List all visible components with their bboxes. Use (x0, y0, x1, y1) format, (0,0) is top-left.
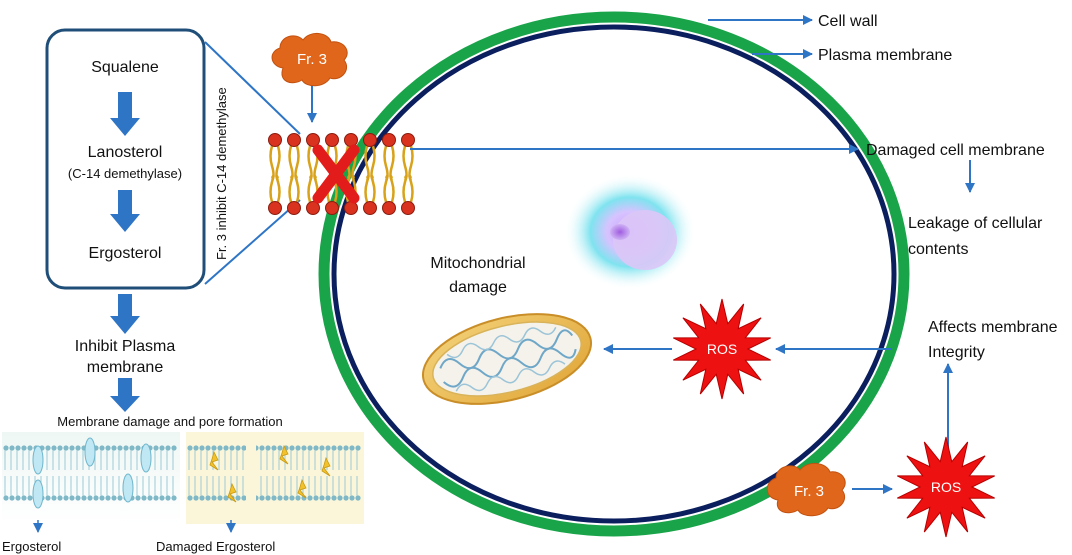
membrane-label: membrane (87, 359, 164, 376)
phospholipid (363, 133, 377, 215)
fr3-cloud-top: Fr. 3 (271, 33, 348, 87)
damaged-ergosterol-icon (227, 482, 237, 503)
ergosterol-molecule (140, 443, 152, 473)
damaged-ergosterol-icon (321, 456, 331, 477)
c14-demethylase-label: (C-14 demethylase) (68, 166, 182, 181)
cell-wall (318, 11, 910, 537)
ros-starburst-icon (673, 298, 771, 400)
fr3-bottom-label: Fr. 3 (794, 483, 824, 500)
affects-label-1: Affects membrane (928, 319, 1058, 336)
ros-starburst-icon (897, 436, 995, 538)
damaged-cell-membrane-label: Damaged cell membrane (866, 142, 1045, 159)
damaged-ergosterol-label: Damaged Ergosterol (156, 539, 275, 554)
fungal-cell (318, 11, 910, 537)
ros-burst-bottom: ROS (897, 436, 995, 538)
plasma-membrane-ring (331, 24, 897, 524)
damaged-ergosterol-icon (279, 444, 289, 465)
cloud-icon (271, 33, 348, 87)
nucleus-image (564, 174, 696, 290)
ergosterol-molecule (32, 445, 44, 475)
inhibition-x-icon (312, 144, 360, 204)
damaged-bilayer (187, 444, 361, 503)
fr3-top-label: Fr. 3 (297, 51, 327, 68)
fr3-inhibit-c14-text: Fr. 3 inhibit C-14 demethylase (214, 87, 229, 260)
phospholipid (287, 133, 301, 215)
pathway-arrow-1 (110, 92, 140, 136)
mitochondrion-image (421, 313, 593, 405)
ergosterol-bottom-label: Ergosterol (2, 539, 61, 554)
membrane-damage-label: Membrane damage and pore formation (57, 414, 282, 429)
fr3-cloud-bottom: Fr. 3 (766, 463, 846, 517)
ros-center-label: ROS (707, 341, 737, 357)
zoom-line-bottom (204, 199, 301, 285)
mito-label-2: damage (449, 279, 507, 296)
intact-bilayer (3, 437, 177, 509)
ergosterol-molecule (32, 479, 44, 509)
phospholipid (382, 133, 396, 215)
pathway-box (45, 28, 206, 290)
ros-bottom-label: ROS (931, 479, 961, 495)
leakage-label-2: contents (908, 241, 968, 258)
ergosterol-molecule (84, 437, 96, 467)
inhibit-arrow-1 (110, 294, 140, 334)
ros-burst-center: ROS (673, 298, 771, 400)
phospholipid (268, 133, 282, 215)
mito-label-1: Mitochondrial (430, 255, 525, 272)
plasma-membrane-label: Plasma membrane (818, 47, 952, 64)
damaged-ergosterol-icon (209, 450, 219, 471)
damaged-ergosterol-icon (297, 478, 307, 499)
ergosterol-pathway: Squalene Lanosterol (C-14 demethylase) E… (45, 28, 206, 290)
cell-lipid-bilayer (268, 133, 415, 215)
inhibit-arrow-2 (110, 378, 140, 412)
pathway-arrow-2 (110, 190, 140, 232)
membrane-damage-panel: Membrane damage and pore formation Ergos… (2, 414, 364, 554)
squalene-label: Squalene (91, 59, 159, 76)
cell-wall-label: Cell wall (818, 13, 878, 30)
affects-label-2: Integrity (928, 344, 985, 361)
ergosterol-label: Ergosterol (89, 245, 162, 262)
zoom-line-top (204, 41, 301, 135)
leakage-label-1: Leakage of cellular (908, 215, 1043, 232)
cloud-icon (766, 463, 846, 517)
lanosterol-label: Lanosterol (88, 144, 163, 161)
inhibit-plasma-label: Inhibit Plasma (75, 338, 176, 355)
phospholipid (401, 133, 415, 215)
ergosterol-molecule (122, 473, 134, 503)
